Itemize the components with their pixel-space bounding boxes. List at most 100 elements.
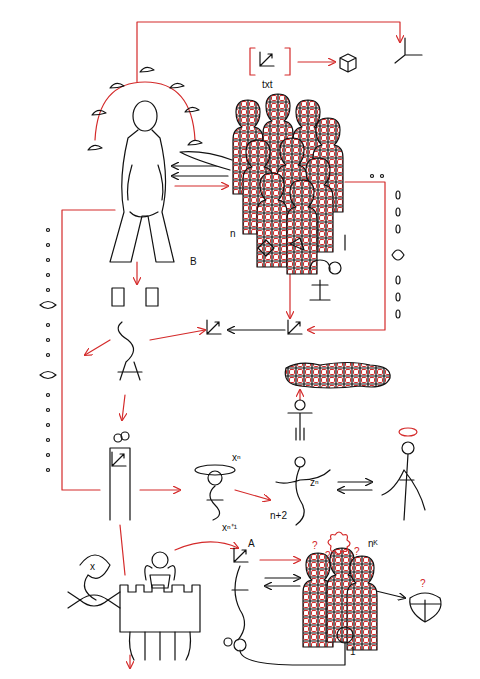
figure-label: n [230, 228, 236, 239]
drawing-stroke [47, 324, 50, 327]
drawing-stroke [381, 175, 384, 178]
drawing-stroke [340, 54, 356, 72]
drawing-stroke [122, 395, 125, 420]
drawing-stroke [40, 302, 56, 309]
drawing-stroke [145, 566, 175, 588]
drawing-stroke [150, 330, 205, 340]
drawing-stroke [47, 409, 50, 412]
figure-label: xⁿ⁺¹ [222, 522, 237, 533]
drawing-stroke [47, 439, 50, 442]
figure-label: nᴷ [368, 538, 378, 549]
drawing-stroke [396, 276, 400, 284]
drawing-stroke [287, 180, 317, 274]
drawing-stroke [396, 191, 400, 199]
drawing-stroke [250, 48, 290, 75]
drawing-stroke [295, 400, 305, 410]
black-arrows [172, 166, 405, 665]
drawing-stroke [106, 445, 134, 520]
drawing-stroke [344, 235, 345, 250]
drawing-stroke [47, 469, 50, 472]
figure-label: ? [325, 550, 331, 561]
drawing-stroke [85, 340, 110, 355]
drawing-stroke [47, 354, 50, 357]
figure-label: ? [312, 540, 318, 551]
drawing-stroke [371, 175, 374, 178]
crowd [180, 94, 343, 274]
figure-label: 1 [350, 646, 356, 657]
drawing-stroke [68, 592, 120, 608]
drawing-stroke [232, 566, 248, 640]
figure-label: xⁿ [232, 452, 241, 463]
drawing-stroke [285, 363, 390, 389]
drawing-stroke [47, 244, 50, 247]
drawing-stroke [120, 525, 125, 575]
drawing-stroke [208, 471, 222, 485]
drawing-stroke [260, 52, 274, 66]
drawing-stroke [47, 394, 50, 397]
drawing-stroke [47, 259, 50, 262]
drawing-stroke [146, 288, 158, 306]
top-right-icons [250, 38, 422, 75]
drawing-stroke [265, 577, 300, 578]
bottom-figures [68, 532, 441, 660]
figure-label: txt [262, 79, 273, 90]
drawing-stroke [88, 145, 102, 150]
figure-label: ? [420, 578, 426, 589]
drawing-stroke [180, 152, 232, 170]
drawing-stroke [399, 428, 417, 436]
drawing-stroke [235, 490, 270, 500]
drawing-stroke [260, 559, 300, 560]
drawing-stroke [110, 448, 130, 520]
figure-label: ? [354, 546, 360, 557]
drawing-stroke [288, 413, 312, 440]
drawing-stroke [288, 320, 302, 334]
drawing-stroke [175, 542, 238, 550]
drawing-stroke [185, 107, 199, 112]
drawing-stroke [228, 329, 285, 330]
drawing-stroke [295, 457, 305, 467]
drawing-stroke [172, 175, 228, 176]
drawing-stroke [258, 240, 274, 256]
mid-figures [106, 260, 425, 525]
drawing-stroke [265, 585, 300, 586]
drawing-stroke [118, 322, 142, 380]
drawing-stroke [140, 67, 154, 72]
drawing-stroke [396, 293, 400, 301]
drawing-stroke [207, 320, 221, 334]
drawing-stroke [152, 552, 168, 568]
figure-label: zⁿ [310, 477, 319, 488]
drawing-stroke [47, 424, 50, 427]
drawing-stroke [396, 225, 400, 233]
drawing-stroke [112, 288, 124, 306]
drawing-stroke [112, 452, 126, 466]
drawing-stroke [110, 83, 124, 88]
drawing-stroke [195, 465, 235, 475]
drawing-stroke [188, 140, 202, 145]
drawing-stroke [47, 274, 50, 277]
drawing-stroke [329, 262, 341, 274]
drawing-stroke [257, 173, 287, 267]
drawing-stroke [382, 454, 425, 520]
drawing-stroke [120, 585, 200, 632]
figure-label: A [248, 538, 255, 549]
drawing-stroke [130, 632, 191, 660]
red-wires [62, 22, 400, 668]
drawing-stroke [396, 208, 400, 216]
croissants [88, 67, 202, 150]
drawing-stroke [110, 130, 174, 262]
drawing-stroke [410, 593, 441, 622]
drawing-stroke [47, 339, 50, 342]
drawing-stroke [338, 481, 372, 482]
drawing-stroke [299, 390, 300, 400]
drawing-stroke [140, 489, 180, 490]
drawing-stroke [396, 310, 400, 318]
drawing-stroke [136, 262, 137, 284]
figure-label: B [190, 256, 197, 267]
drawing-stroke [62, 210, 115, 490]
figure-label: x [90, 561, 95, 572]
drawing-stroke [133, 101, 157, 131]
drawing-stroke [395, 38, 422, 63]
drawing-stroke [47, 229, 50, 232]
drawing-stroke [290, 238, 304, 250]
